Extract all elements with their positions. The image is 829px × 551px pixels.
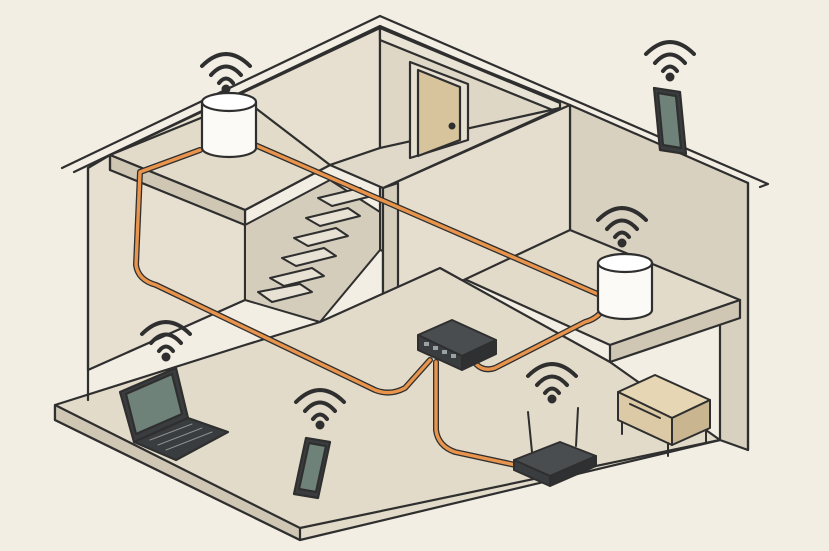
wifi-dot: [547, 394, 557, 404]
tablet-screen: [656, 91, 683, 150]
switch-port: [433, 346, 438, 350]
keyboard-row: [157, 427, 203, 446]
wifi-dot: [617, 238, 627, 248]
wifi-arc: [535, 374, 569, 387]
mesh-node-body: [596, 261, 654, 321]
wifi-signal-icon: [644, 40, 696, 82]
laptop-icon: [118, 366, 230, 462]
door-knob: [448, 122, 456, 130]
switch-port: [451, 354, 456, 358]
wifi-arc: [653, 52, 687, 65]
cabinet-side: [671, 399, 711, 446]
cable-path: [134, 148, 432, 395]
wifi-arc: [526, 362, 578, 378]
stair-step: [257, 283, 313, 303]
router-antenna: [575, 407, 579, 447]
laptop-base: [132, 416, 230, 462]
phone-screen: [297, 441, 328, 494]
switch-port: [424, 342, 429, 346]
ground-floor-edge: [53, 403, 302, 542]
mesh-node-top: [200, 91, 258, 113]
tablet-icon: [652, 86, 688, 156]
mesh-node-icon: [596, 252, 654, 321]
switch-ports: [424, 342, 456, 358]
keyboard-row: [165, 431, 213, 451]
router-antenna: [527, 411, 533, 453]
smartphone-icon: [292, 436, 332, 500]
wifi-arc: [157, 344, 175, 353]
left-wall-lines: [86, 153, 750, 452]
wifi-dot: [665, 72, 675, 82]
cable-path: [253, 143, 602, 297]
router-icon: [513, 407, 597, 487]
wifi-arc: [661, 64, 679, 73]
wifi-dot: [161, 352, 171, 362]
ethernet-cables: [133, 142, 608, 469]
wifi-arc: [140, 320, 192, 336]
wifi-signal-icon: [526, 362, 578, 404]
wifi-arc: [200, 52, 252, 68]
cabinet-drawer-line: [629, 403, 661, 419]
wifi-signal-icon: [200, 52, 252, 94]
wifi-signal-icon: [294, 388, 346, 430]
wifi-signal-icon: [140, 320, 192, 362]
network-switch-icon: [417, 319, 497, 371]
wifi-arc: [644, 40, 696, 56]
wifi-dot: [315, 420, 325, 430]
wifi-arc: [149, 332, 183, 345]
wifi-arc: [209, 64, 243, 77]
wifi-arc: [596, 206, 648, 222]
upper-floor-right-edge: [608, 298, 742, 364]
wifi-arc: [311, 412, 329, 421]
wifi-arc: [217, 76, 235, 85]
laptop-keyboard: [149, 423, 213, 451]
wifi-arc: [294, 388, 346, 404]
router-side: [549, 455, 597, 487]
mesh-node-body: [200, 100, 258, 159]
wifi-arc: [543, 386, 561, 395]
wifi-arc: [613, 230, 631, 239]
door-icon: [408, 60, 470, 160]
cable-path: [434, 360, 522, 468]
wifi-arc: [303, 400, 337, 413]
staircase-icon: [244, 179, 381, 323]
stair-step: [293, 227, 349, 247]
door-panel: [416, 68, 462, 158]
stair-step: [281, 247, 337, 267]
mesh-node-icon: [200, 91, 258, 159]
switch-port: [442, 350, 447, 354]
ground-floor-outline: [298, 438, 722, 530]
laptop-screen: [124, 372, 184, 436]
stair-step: [269, 267, 325, 287]
mesh-node-top: [596, 252, 654, 274]
wifi-dot: [221, 84, 231, 94]
stair-steps: [257, 187, 373, 303]
keyboard-row: [149, 423, 193, 441]
stair-step: [305, 207, 361, 227]
wifi-arc: [605, 218, 639, 231]
wifi-signal-icon: [596, 206, 648, 248]
cabinet-icon: [617, 374, 711, 457]
wifi-signals: [140, 40, 696, 430]
switch-side: [461, 339, 497, 371]
roof-outline: [60, 14, 770, 189]
